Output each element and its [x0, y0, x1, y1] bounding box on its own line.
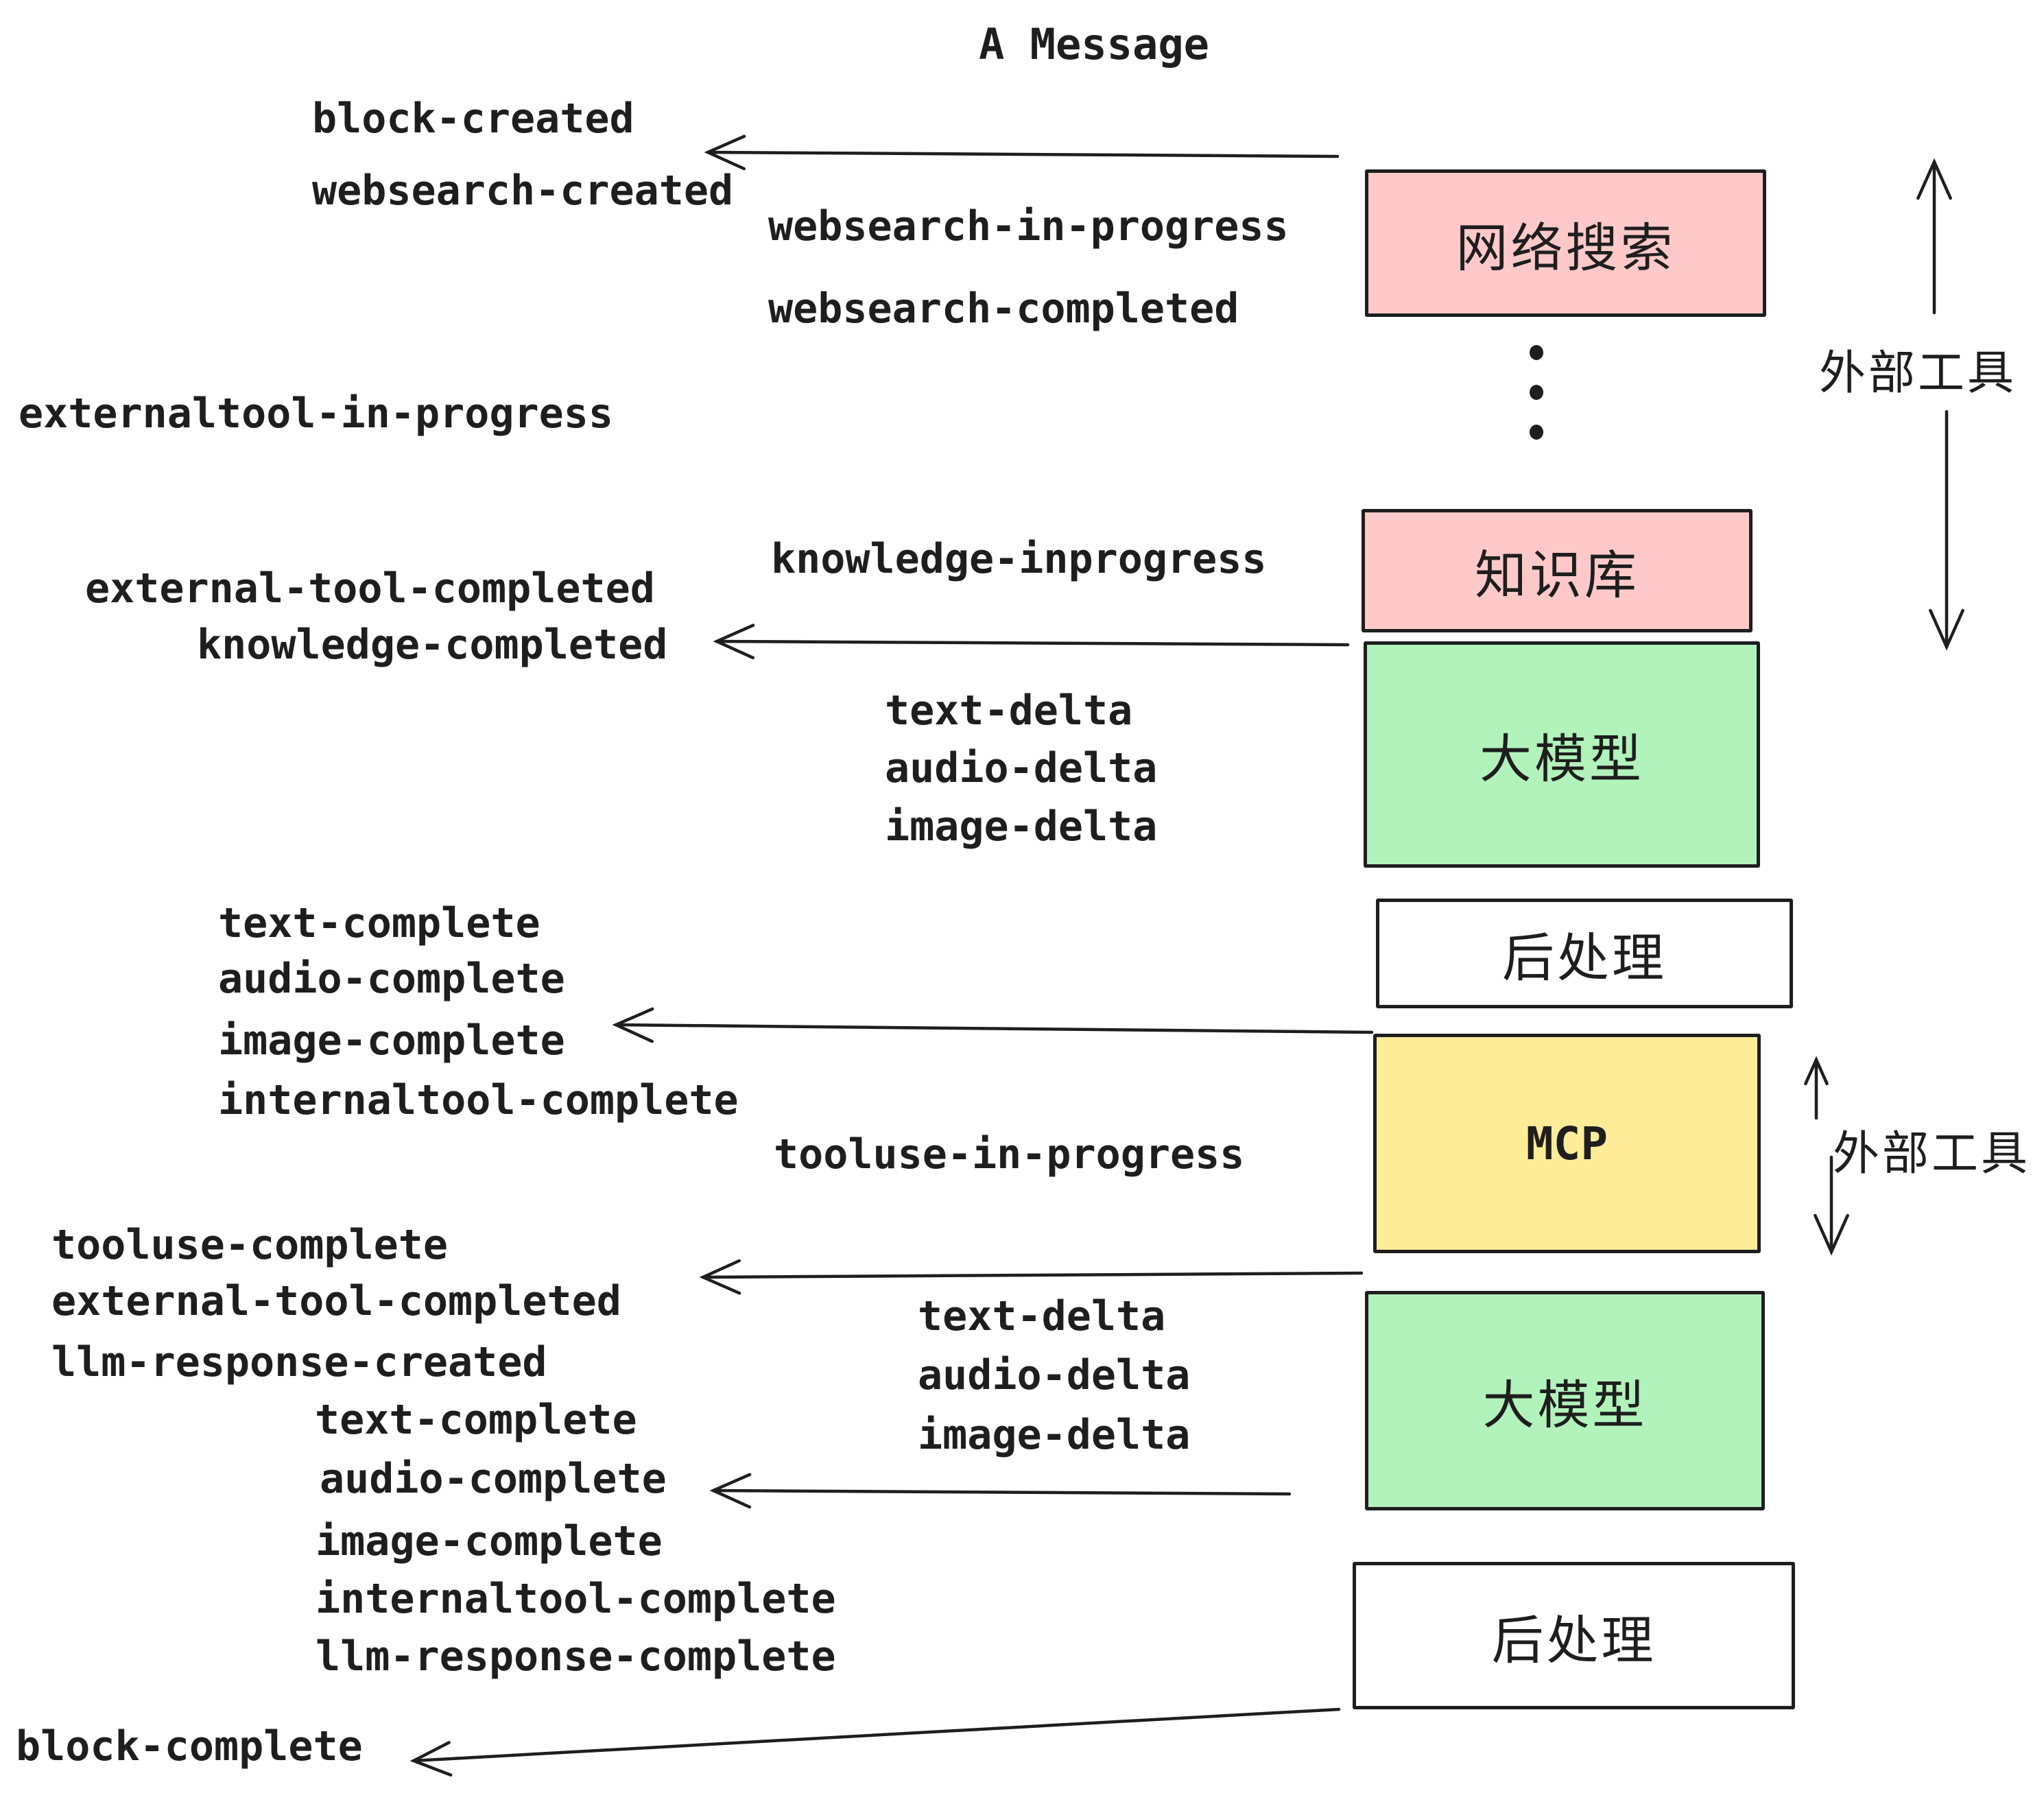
event-label-tooluse-in-progress: tooluse-in-progress [774, 1130, 1245, 1178]
box-llm-1-label: 大模型 [1479, 728, 1644, 790]
arrow-to-knowledge-completed [713, 624, 1350, 660]
event-label-websearch-created: websearch-created [312, 167, 734, 215]
box-knowledge-label: 知识库 [1475, 545, 1639, 606]
box-websearch-label: 网络搜索 [1455, 217, 1676, 278]
event-label-websearch-completed: websearch-completed [768, 285, 1239, 333]
event-label-externaltool-in-progress: externaltool-in-progress [19, 390, 613, 438]
event-label-text-complete: text-complete [315, 1396, 637, 1444]
event-label-audio-delta: audio-delta [918, 1351, 1191, 1399]
arrow-to-tooluse-complete [699, 1259, 1364, 1295]
box-llm-2: 大模型 [1365, 1291, 1765, 1510]
arrow-to-block-complete [409, 1707, 1341, 1777]
event-label-internaltool-complete: internaltool-complete [316, 1575, 836, 1623]
ellipsis-dot-1 [1530, 345, 1543, 360]
event-label-audio-complete: audio-complete [218, 955, 565, 1003]
box-knowledge: 知识库 [1362, 509, 1752, 632]
event-label-websearch-in-progress: websearch-in-progress [768, 202, 1289, 250]
event-label-knowledge-inprogress: knowledge-inprogress [771, 535, 1267, 583]
event-label-text-complete: text-complete [218, 899, 540, 947]
event-label-tooluse-complete: tooluse-complete [51, 1221, 448, 1269]
arrow-external-tools-up-1 [1916, 158, 1952, 315]
event-label-external-tool-completed: external-tool-completed [85, 565, 655, 613]
ellipsis-dot-2 [1530, 385, 1543, 400]
event-label-text-delta: text-delta [885, 687, 1133, 735]
box-websearch: 网络搜索 [1365, 169, 1766, 317]
event-label-block-created: block-created [312, 95, 634, 143]
box-postprocess-1-label: 后处理 [1502, 927, 1667, 988]
event-label-llm-response-complete: llm-response-complete [316, 1633, 836, 1681]
arrow-external-tools-down-2 [1814, 1155, 1849, 1256]
box-postprocess-2: 后处理 [1353, 1562, 1795, 1709]
event-label-block-complete: block-complete [16, 1722, 363, 1770]
event-label-internaltool-complete: internaltool-complete [218, 1076, 739, 1124]
box-mcp-label: MCP [1525, 1117, 1608, 1170]
arrow-to-block-created [704, 134, 1340, 171]
page-title: A Message [979, 19, 1209, 69]
event-label-image-complete: image-complete [218, 1017, 565, 1065]
event-label-text-delta: text-delta [918, 1292, 1166, 1340]
event-label-knowledge-completed: knowledge-completed [197, 621, 668, 669]
event-label-external-tool-completed: external-tool-completed [51, 1277, 621, 1325]
external-tools-label-2: 外部工具 [1832, 1127, 2031, 1181]
box-llm-2-label: 大模型 [1482, 1375, 1648, 1436]
event-label-llm-response-created: llm-response-created [51, 1338, 547, 1386]
event-label-image-complete: image-complete [316, 1517, 663, 1565]
event-label-audio-complete: audio-complete [320, 1455, 667, 1503]
event-label-audio-delta: audio-delta [885, 744, 1158, 792]
arrow-to-image-complete [612, 1007, 1374, 1043]
box-llm-1: 大模型 [1364, 641, 1760, 868]
box-postprocess-1: 后处理 [1376, 899, 1793, 1008]
arrow-to-audio-complete [709, 1473, 1292, 1509]
arrow-external-tools-up-2 [1804, 1056, 1829, 1120]
arrow-external-tools-down-1 [1929, 410, 1964, 651]
event-label-image-delta: image-delta [918, 1411, 1191, 1459]
ellipsis-dot-3 [1530, 425, 1543, 440]
event-label-image-delta: image-delta [885, 803, 1158, 851]
box-postprocess-2-label: 后处理 [1491, 1609, 1656, 1671]
external-tools-label-1: 外部工具 [1818, 346, 2017, 401]
box-mcp: MCP [1373, 1034, 1761, 1253]
